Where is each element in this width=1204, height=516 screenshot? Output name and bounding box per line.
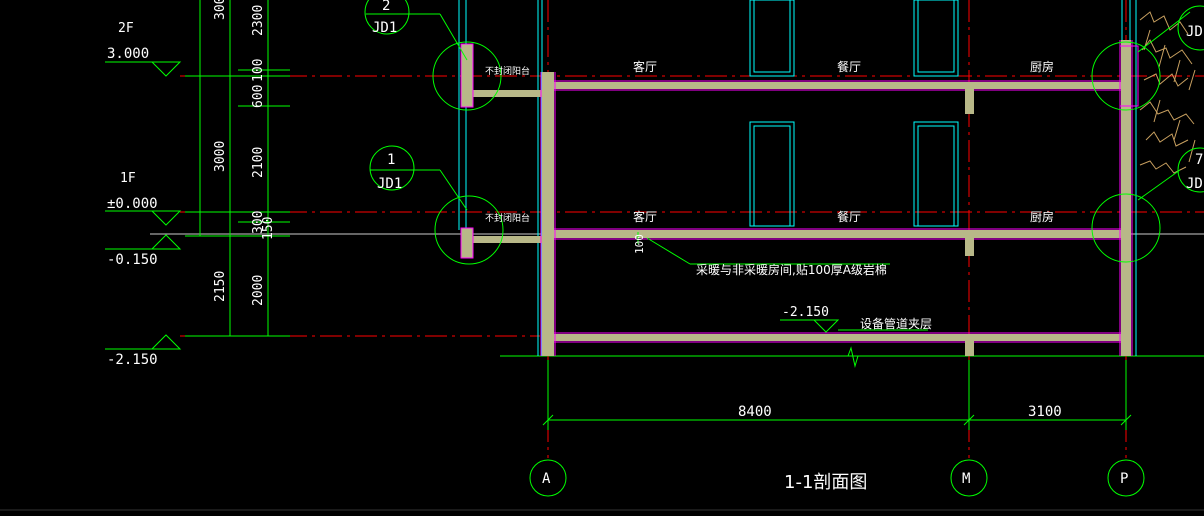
room-balcony-1f: 不封闭阳台 — [485, 212, 530, 224]
level-2f-name: 2F — [118, 21, 134, 36]
dim-8400: 8400 — [738, 404, 772, 420]
exterior-hatch — [1139, 11, 1196, 174]
room-dining-1f: 餐厅 — [837, 209, 861, 224]
dim-inner-2100: 2100 — [251, 147, 266, 178]
dim-outer-300: 300 — [213, 0, 228, 20]
dim-inner-2300: 2300 — [251, 5, 266, 36]
dim-inner-100: 100 — [251, 59, 266, 82]
level-sub1-value: -0.150 — [107, 252, 158, 268]
room-dining-2f: 餐厅 — [837, 59, 861, 74]
slabs — [460, 43, 1129, 343]
detail-2-ref: JD1 — [372, 20, 397, 36]
detail-top-right-ref: JD — [1186, 24, 1203, 40]
walls — [540, 40, 1139, 356]
duct-level: -2.150 — [782, 305, 829, 320]
vertical-dimension-lines — [185, 0, 290, 337]
level-markers — [105, 61, 182, 350]
dim-inner-150: 150 — [261, 217, 276, 240]
axis-label-a: A — [542, 471, 551, 487]
room-living-2f: 客厅 — [633, 59, 657, 74]
room-living-1f: 客厅 — [633, 209, 657, 224]
room-kitchen-1f: 厨房 — [1030, 209, 1054, 224]
drawing-title: 1-1剖面图 — [784, 472, 867, 493]
axis-bubbles — [529, 459, 1145, 497]
level-2f-value: 3.000 — [107, 46, 149, 62]
level-1f-name: 1F — [120, 171, 136, 186]
detail-markers — [364, 0, 1204, 265]
detail-2-number: 2 — [382, 0, 390, 14]
dim-outer-3000: 3000 — [213, 141, 228, 172]
insulation-dim: 100 — [633, 234, 646, 254]
dim-outer-2150: 2150 — [213, 271, 228, 302]
dim-3100: 3100 — [1028, 404, 1062, 420]
dim-inner-2000: 2000 — [251, 275, 266, 306]
doors — [749, 0, 959, 227]
dim-inner-300: 300 — [251, 211, 266, 234]
detail-7-number: 7 — [1195, 152, 1203, 168]
detail-7-ref: JD — [1186, 176, 1203, 192]
detail-1-number: 1 — [387, 152, 395, 168]
axis-label-m: M — [962, 471, 970, 487]
insulation-leader — [637, 232, 928, 333]
room-kitchen-2f: 厨房 — [1030, 59, 1054, 74]
duct-layer-note: 设备管道夹层 — [860, 316, 932, 331]
dim-inner-600: 600 — [251, 85, 266, 108]
break-mark — [840, 346, 866, 368]
insulation-note: 采暖与非采暖房间,贴100厚A级岩棉 — [696, 262, 887, 277]
axis-label-p: P — [1120, 471, 1128, 487]
detail-1-ref: JD1 — [377, 176, 402, 192]
level-1f-value: ±0.000 — [107, 196, 158, 212]
horizontal-dimension-chain — [542, 360, 1132, 430]
room-balcony-2f: 不封闭阳台 — [485, 65, 530, 77]
level-sub2-value: -2.150 — [107, 352, 158, 368]
